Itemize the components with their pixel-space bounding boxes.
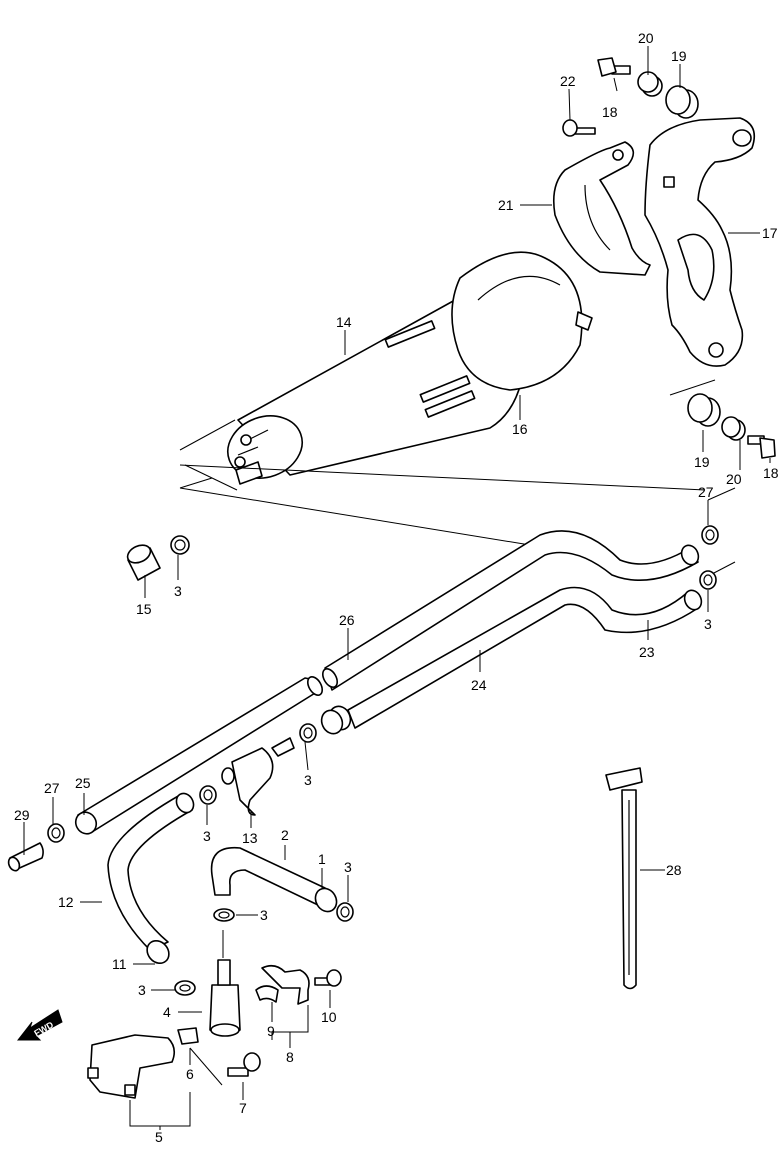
callout-3-left: 3 [203,828,211,844]
mounting-bracket-17 [644,117,756,367]
callout-28: 28 [666,862,682,878]
callout-13: 13 [242,830,258,846]
screw-7 [227,1052,261,1077]
clamp-3-right-lower [336,902,354,922]
leader-lines [23,46,771,1130]
callout-25: 25 [75,775,91,791]
clamp-27-left [47,823,65,843]
hose-24-23-lower [320,586,703,735]
callout-18-lower: 18 [763,465,779,481]
callout-6: 6 [186,1066,194,1082]
callout-2: 2 [281,827,289,843]
clamp-3-pump [170,535,190,555]
clamp-3-top-right [699,570,717,590]
callout-29: 29 [14,807,30,823]
callout-23: 23 [639,644,655,660]
callout-15: 15 [136,601,152,617]
callout-24: 24 [471,677,487,693]
pump-sleeve-16 [451,251,593,391]
callout-10: 10 [321,1009,337,1025]
callout-27-upper-right: 27 [698,484,714,500]
callout-8: 8 [286,1049,294,1065]
hose-15 [126,544,161,581]
fwd-arrow-icon [16,1009,63,1041]
clamp-3-bottom [174,980,196,996]
callout-19-upper: 19 [671,48,687,64]
washer-20-lower [721,416,746,441]
callout-3-mid: 3 [304,772,312,788]
callout-12: 12 [58,894,74,910]
bolt-18-upper [597,57,631,77]
hose-2 [210,846,338,913]
bolt-18-lower [747,435,776,459]
fuel-filter-13 [221,737,295,816]
callout-3-center: 3 [260,907,268,923]
check-valve-4 [209,959,241,1037]
callout-22: 22 [560,73,576,89]
grommet-19-lower [687,393,721,427]
clamp-3-left [199,785,217,805]
callout-7: 7 [239,1100,247,1116]
cable-tie-28 [605,767,643,990]
callout-19-lower: 19 [694,454,710,470]
callout-11: 11 [112,956,127,972]
callout-labels: 18 20 19 22 21 17 14 16 19 20 18 27 3 23… [14,30,779,1145]
callout-3-pump: 3 [174,583,182,599]
clamp-6 [177,1027,199,1045]
hose-25 [74,676,324,835]
clamp-3-mid [299,723,317,743]
callout-18-upper: 18 [602,104,618,120]
callout-3-right-lower: 3 [344,859,352,875]
clamp-3-center [213,908,235,922]
fwd-direction-marker: FWD [16,1009,63,1041]
callout-26: 26 [339,612,355,628]
callout-20-upper: 20 [638,30,654,46]
fuel-pump-14 [227,296,526,485]
clamp-27-top-right [701,525,719,545]
bracket-5 [87,1034,176,1099]
callout-16: 16 [512,421,528,437]
clamp-9 [255,985,279,1003]
assembly-guide-lines [179,379,736,575]
screw-10 [314,969,342,987]
bracket-8 [261,964,310,1005]
fuel-pump-strap-21 [552,141,651,276]
callout-4: 4 [163,1004,171,1020]
hose-26-end [321,668,339,688]
connector-29 [7,842,44,872]
callout-17: 17 [762,225,778,241]
callout-3-bottom: 3 [138,982,146,998]
callout-14: 14 [336,314,352,330]
hose-27-26-upper [324,530,700,691]
callout-3-right: 3 [704,616,712,632]
callout-21: 21 [498,197,514,213]
grommet-19-upper [665,85,699,119]
washer-20-upper [637,71,663,97]
callout-20-lower: 20 [726,471,742,487]
callout-5: 5 [155,1129,163,1145]
callout-9: 9 [267,1023,275,1039]
callout-1: 1 [318,851,326,867]
hose-12 [107,792,195,965]
bolt-22 [562,119,596,137]
callout-27-left: 27 [44,780,60,796]
